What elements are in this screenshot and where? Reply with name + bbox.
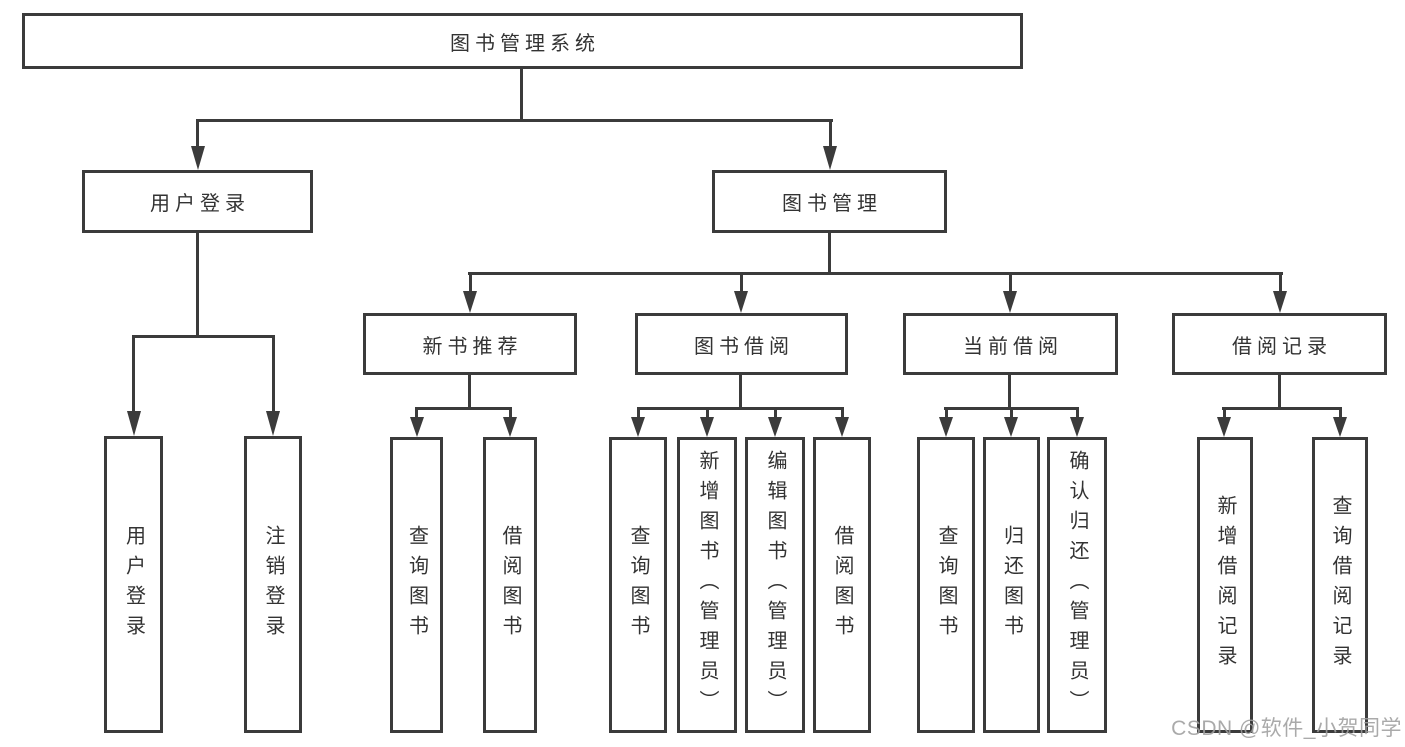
arrow-shaft [1338, 407, 1342, 419]
leaf-cb-query-books: 查询图书 [917, 437, 975, 733]
arrowhead-down-icon [1003, 291, 1017, 313]
arrowhead-down-icon [1070, 417, 1084, 437]
connector-line [415, 407, 512, 410]
arrowhead-down-icon [126, 411, 141, 436]
arrowhead-down-icon [768, 417, 782, 437]
leaf-br-add-record: 新增借阅记录 [1197, 437, 1253, 733]
leaf-nb-borrow-books: 借阅图书 [483, 437, 537, 733]
leaf-bb-add-books-admin-label: 新增图书（管理员） [696, 450, 718, 720]
leaf-br-add-record-label: 新增借阅记录 [1214, 495, 1236, 675]
node-user-login-label: 用户登录 [150, 193, 250, 215]
leaf-bb-query-books: 查询图书 [609, 437, 667, 733]
leaf-nb-query-books: 查询图书 [390, 437, 443, 733]
arrowhead-down-icon [1273, 291, 1287, 313]
leaf-cb-return-books: 归还图书 [983, 437, 1040, 733]
leaf-br-query-record: 查询借阅记录 [1312, 437, 1368, 733]
connector-line [1008, 375, 1011, 408]
connector-line [132, 335, 274, 338]
leaf-bb-borrow-books: 借阅图书 [813, 437, 871, 733]
arrow-shaft [508, 407, 512, 419]
arrow-shaft [1008, 272, 1012, 293]
leaf-nb-query-books-label: 查询图书 [405, 525, 428, 645]
arrow-shaft [828, 119, 832, 148]
connector-line [196, 233, 199, 336]
arrow-shaft [944, 407, 948, 419]
arrow-shaft [132, 335, 135, 413]
arrowhead-down-icon [700, 417, 714, 437]
connector-line [468, 272, 1283, 275]
arrow-shaft [468, 272, 472, 293]
arrow-shaft [636, 407, 640, 419]
arrow-shaft [271, 335, 275, 413]
node-root-label: 图书管理系统 [450, 32, 600, 55]
connector-line [468, 375, 471, 408]
leaf-user-login: 用户登录 [104, 436, 163, 733]
arrowhead-down-icon [503, 417, 517, 437]
arrowhead-down-icon [631, 417, 645, 437]
leaf-bb-query-books-label: 查询图书 [627, 525, 649, 645]
connector-line [739, 375, 742, 408]
arrow-shaft [840, 407, 844, 419]
arrow-shaft [1075, 407, 1079, 419]
node-current-borrow-label: 当前借阅 [963, 335, 1063, 358]
leaf-cb-return-books-label: 归还图书 [1000, 525, 1023, 645]
arrowhead-down-icon [190, 146, 205, 170]
node-user-login: 用户登录 [82, 170, 313, 233]
leaf-user-login-label: 用户登录 [122, 524, 145, 645]
arrowhead-down-icon [835, 417, 849, 437]
arrow-shaft [415, 407, 418, 419]
arrowhead-down-icon [1217, 417, 1231, 437]
connector-line [520, 69, 523, 120]
arrowhead-down-icon [939, 417, 953, 437]
node-borrow-records-label: 借阅记录 [1232, 335, 1332, 358]
connector-line [1222, 407, 1342, 410]
arrow-shaft [1222, 407, 1226, 419]
node-current-borrow: 当前借阅 [903, 313, 1118, 375]
connector-line [828, 233, 831, 273]
arrowhead-down-icon [823, 146, 837, 170]
arrow-shaft [739, 272, 743, 293]
node-book-management-label: 图书管理 [782, 193, 882, 215]
node-root: 图书管理系统 [22, 13, 1023, 69]
leaf-bb-edit-books-admin-label: 编辑图书（管理员） [764, 450, 786, 720]
node-book-borrow: 图书借阅 [635, 313, 848, 375]
arrowhead-down-icon [463, 291, 477, 313]
arrowhead-down-icon [1333, 417, 1347, 437]
leaf-logout-login-label: 注销登录 [262, 524, 284, 645]
leaf-logout-login: 注销登录 [244, 436, 302, 733]
node-borrow-records: 借阅记录 [1172, 313, 1387, 375]
node-new-book-recommend-label: 新书推荐 [422, 335, 523, 358]
arrowhead-down-icon [1004, 417, 1018, 437]
arrow-shaft [1278, 272, 1282, 293]
connector-line [1278, 375, 1281, 408]
leaf-cb-confirm-return-admin-label: 确认归还（管理员） [1066, 450, 1088, 720]
leaf-cb-confirm-return-admin: 确认归还（管理员） [1047, 437, 1107, 733]
connector-line [637, 407, 844, 410]
arrow-shaft [196, 119, 199, 148]
arrowhead-down-icon [266, 411, 280, 436]
arrowhead-down-icon [734, 291, 748, 313]
leaf-cb-query-books-label: 查询图书 [935, 525, 957, 645]
leaf-nb-borrow-books-label: 借阅图书 [499, 525, 521, 645]
node-book-borrow-label: 图书借阅 [694, 335, 794, 358]
arrow-shaft [705, 407, 709, 419]
arrow-shaft [773, 407, 777, 419]
leaf-br-query-record-label: 查询借阅记录 [1329, 495, 1351, 675]
leaf-bb-add-books-admin: 新增图书（管理员） [677, 437, 737, 733]
node-book-management: 图书管理 [712, 170, 947, 233]
connector-line [196, 119, 833, 122]
leaf-bb-edit-books-admin: 编辑图书（管理员） [745, 437, 805, 733]
node-new-book-recommend: 新书推荐 [363, 313, 577, 375]
csdn-watermark: CSDN @软件_小贺同学 [1171, 717, 1402, 740]
arrowhead-down-icon [409, 417, 424, 437]
arrow-shaft [1009, 407, 1013, 419]
leaf-bb-borrow-books-label: 借阅图书 [831, 525, 853, 645]
